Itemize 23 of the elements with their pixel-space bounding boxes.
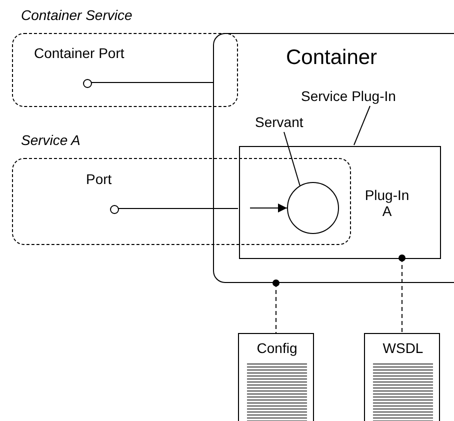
group-title: Container Service — [21, 7, 132, 24]
leader-line — [354, 106, 370, 146]
document-shape — [364, 333, 440, 421]
arrow — [250, 204, 288, 212]
dashed-connector — [398, 254, 406, 334]
port-circle — [110, 205, 119, 214]
connector-line — [90, 82, 214, 83]
servant-circle — [287, 182, 339, 234]
document-title: WSDL — [382, 340, 424, 356]
plug-in-label: Plug-In A — [364, 187, 410, 220]
connector-line — [118, 208, 238, 209]
dashed-connector — [272, 280, 280, 334]
document-shape — [238, 333, 314, 421]
port-circle — [83, 79, 92, 88]
port-label: Port — [86, 171, 112, 188]
component-label: Service Plug-In — [301, 88, 396, 104]
plug-in-box — [239, 146, 441, 259]
port-label: Container Port — [34, 45, 124, 62]
group-title: Service A — [21, 132, 80, 148]
container-title: Container — [286, 46, 378, 70]
component-label: Servant — [255, 114, 304, 130]
document-title: Config — [256, 340, 298, 356]
leader-line — [284, 132, 300, 186]
